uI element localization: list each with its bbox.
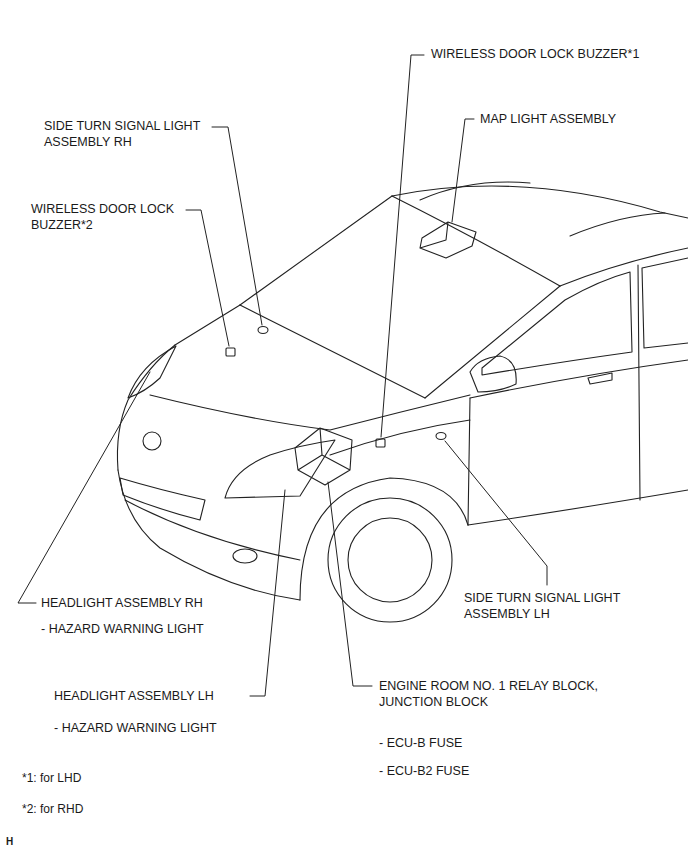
headlight-lh (225, 440, 335, 498)
bumper-crease (125, 500, 300, 560)
grille (120, 478, 205, 520)
fog-light (233, 549, 257, 563)
roof-rail (570, 213, 665, 236)
sub-item-label: - HAZARD WARNING LIGHT (54, 720, 217, 736)
roof-rail (420, 182, 530, 200)
far-a-pillar (240, 196, 392, 305)
part-label: HEADLIGHT ASSEMBLY RH (41, 595, 203, 611)
relay-block (295, 428, 352, 485)
buzzer-rhd (226, 348, 235, 356)
part-label: WIRELESS DOOR LOCK BUZZER*2 (31, 201, 209, 233)
wheel-rim (348, 518, 432, 602)
sub-item-label: - ECU-B2 FUSE (379, 763, 469, 779)
wheel (328, 498, 452, 622)
windshield-base (240, 305, 425, 398)
part-label: WIRELESS DOOR LOCK BUZZER*1 (431, 46, 639, 62)
headlight-rh (128, 346, 176, 398)
leader-line (212, 127, 262, 325)
footnote: *1: for LHD (22, 770, 81, 786)
emblem (143, 432, 161, 450)
part-label: HEADLIGHT ASSEMBLY LH (54, 688, 214, 704)
car-body (117, 182, 688, 622)
windshield-top (392, 196, 560, 286)
leader-line (381, 55, 424, 437)
part-label: SIDE TURN SIGNAL LIGHT ASSEMBLY LH (464, 590, 642, 622)
leader-line (445, 441, 547, 585)
side-turn-rh (258, 327, 268, 334)
leader-line (250, 490, 285, 696)
door-window (482, 272, 632, 375)
hood-outline (117, 345, 175, 470)
door-line (468, 398, 470, 525)
leader-line (18, 372, 150, 603)
leader-line (328, 482, 372, 686)
footnote: *2: for RHD (22, 801, 83, 817)
side-mirror (470, 356, 516, 392)
sub-item-label: - ECU-B FUSE (379, 735, 462, 751)
rear-window (642, 258, 688, 348)
buzzer-lhd (376, 439, 385, 447)
part-label: ENGINE ROOM NO. 1 RELAY BLOCK, JUNCTION … (379, 678, 634, 710)
figure-code: H (6, 834, 13, 850)
map-light (420, 222, 476, 258)
roof-side (560, 248, 688, 286)
belt-line (470, 360, 688, 398)
hood-edge (175, 305, 240, 345)
parts (128, 222, 476, 498)
leader-line (186, 210, 229, 346)
roof-edge (392, 186, 688, 218)
leader-line (452, 119, 474, 222)
sill (468, 490, 688, 525)
wheel-arch (300, 478, 468, 600)
door-line (638, 265, 640, 500)
part-label: MAP LIGHT ASSEMBLY (480, 111, 616, 127)
door-handle (588, 373, 612, 384)
front-bumper (118, 470, 300, 600)
part-label: SIDE TURN SIGNAL LIGHT ASSEMBLY RH (44, 118, 222, 150)
near-a-pillar (425, 286, 560, 398)
side-turn-lh (436, 433, 446, 440)
hood-crease (150, 395, 470, 430)
sub-item-label: - HAZARD WARNING LIGHT (41, 621, 204, 637)
